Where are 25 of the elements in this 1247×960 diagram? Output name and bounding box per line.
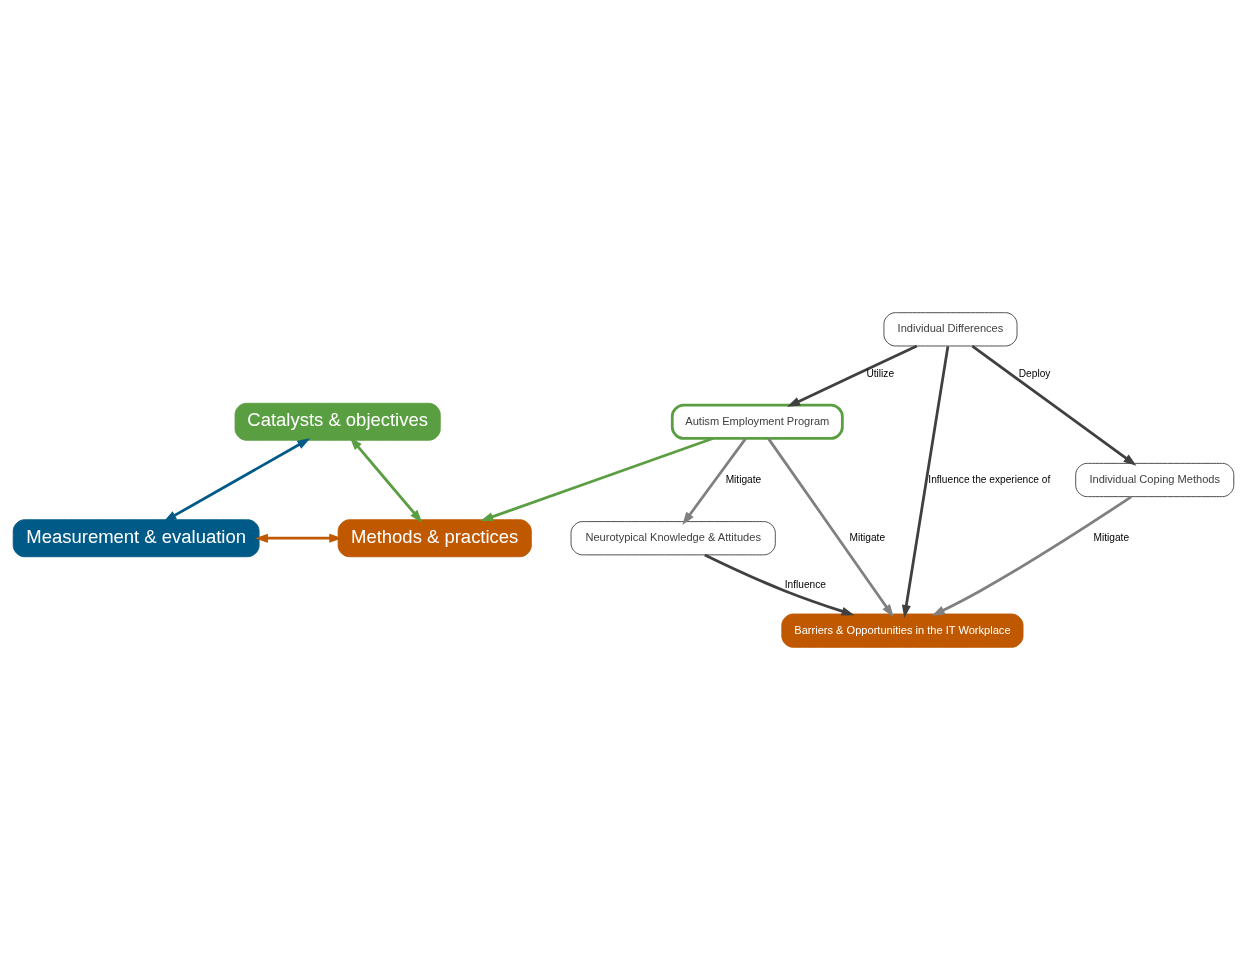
node-box: Autism Employment Program — [670, 403, 844, 440]
node-box: Individual Differences — [883, 312, 1018, 347]
edge-label: Mitigate — [1093, 531, 1130, 543]
arrow — [163, 438, 311, 522]
arrow — [901, 346, 950, 619]
edge-label: Influence the experience of — [928, 473, 1051, 485]
arrow — [349, 437, 423, 523]
node-box: Methods & practices — [337, 519, 532, 558]
arrow — [704, 553, 855, 616]
arrow — [682, 437, 747, 525]
edge-label: Mitigate — [849, 531, 886, 543]
arrow — [787, 344, 918, 407]
node-box: Individual Coping Methods — [1075, 462, 1235, 498]
node-box: Barriers & Opportunities in the IT Workplace — [781, 613, 1024, 648]
arrow — [767, 437, 894, 618]
arrow — [971, 345, 1137, 466]
arrow — [931, 495, 1132, 616]
node-box: Neurotypical Knowledge & Attitudes — [570, 521, 776, 556]
edge-label: Influence — [784, 578, 826, 590]
node-box: Catalysts & objectives — [234, 402, 441, 441]
edge-label: Deploy — [1018, 368, 1051, 380]
arrow — [480, 437, 714, 522]
node-box: Measurement & evaluation — [12, 519, 260, 558]
edge-label: Mitigate — [725, 473, 762, 485]
edge-label: Utilize — [866, 368, 895, 380]
